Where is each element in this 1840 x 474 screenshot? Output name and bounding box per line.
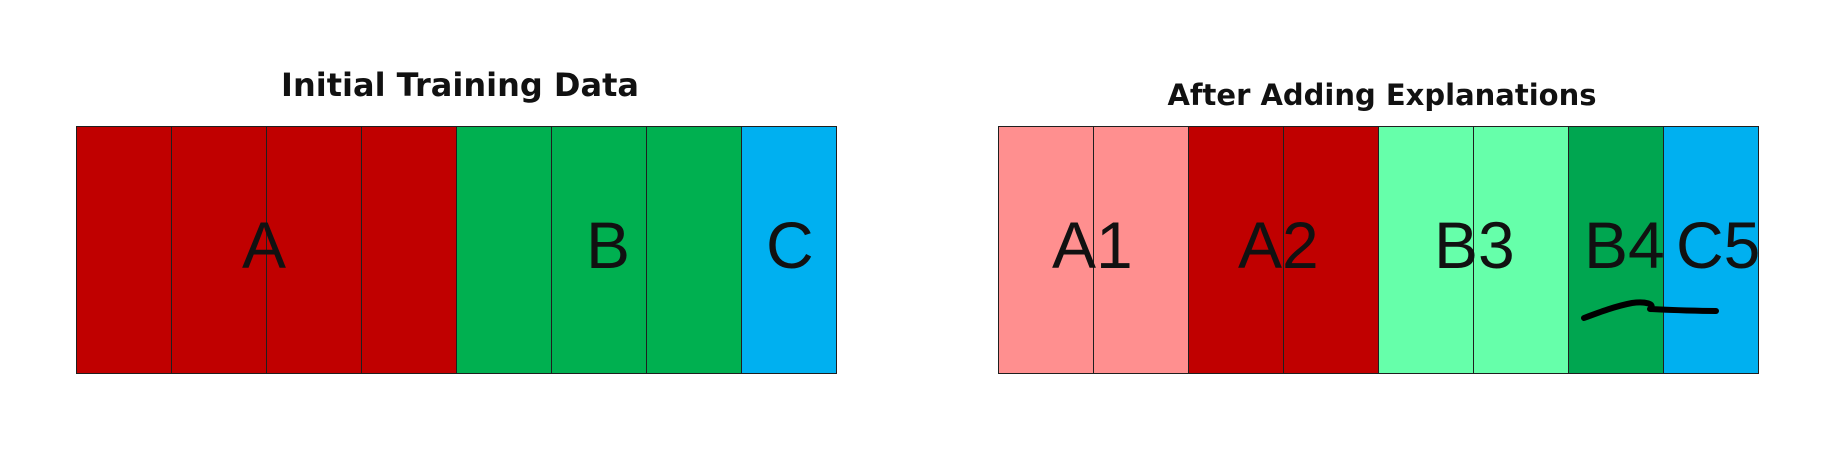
initial-cell-c-1 — [741, 126, 837, 374]
explained-cell-c5-1 — [1663, 126, 1759, 374]
explained-cell-a2-2 — [1283, 126, 1379, 374]
initial-cell-a-2 — [171, 126, 267, 374]
explained-cell-a1-2 — [1093, 126, 1189, 374]
explained-cell-b3-2 — [1473, 126, 1569, 374]
after-adding-explanations-title: After Adding Explanations — [1167, 78, 1597, 112]
explained-cell-a2-1 — [1188, 126, 1284, 374]
explained-cell-b3-1 — [1378, 126, 1474, 374]
initial-cell-a-4 — [361, 126, 457, 374]
explained-cell-b4-1 — [1568, 126, 1664, 374]
initial-cell-a-3 — [266, 126, 362, 374]
after-explanations-strip — [998, 126, 1766, 374]
explained-cell-a1-1 — [998, 126, 1094, 374]
initial-cell-b-1 — [456, 126, 552, 374]
initial-cell-a-1 — [76, 126, 172, 374]
initial-training-data-title: Initial Training Data — [281, 66, 639, 104]
initial-cell-b-2 — [551, 126, 647, 374]
initial-cell-b-3 — [646, 126, 742, 374]
initial-training-data-strip — [76, 126, 844, 374]
